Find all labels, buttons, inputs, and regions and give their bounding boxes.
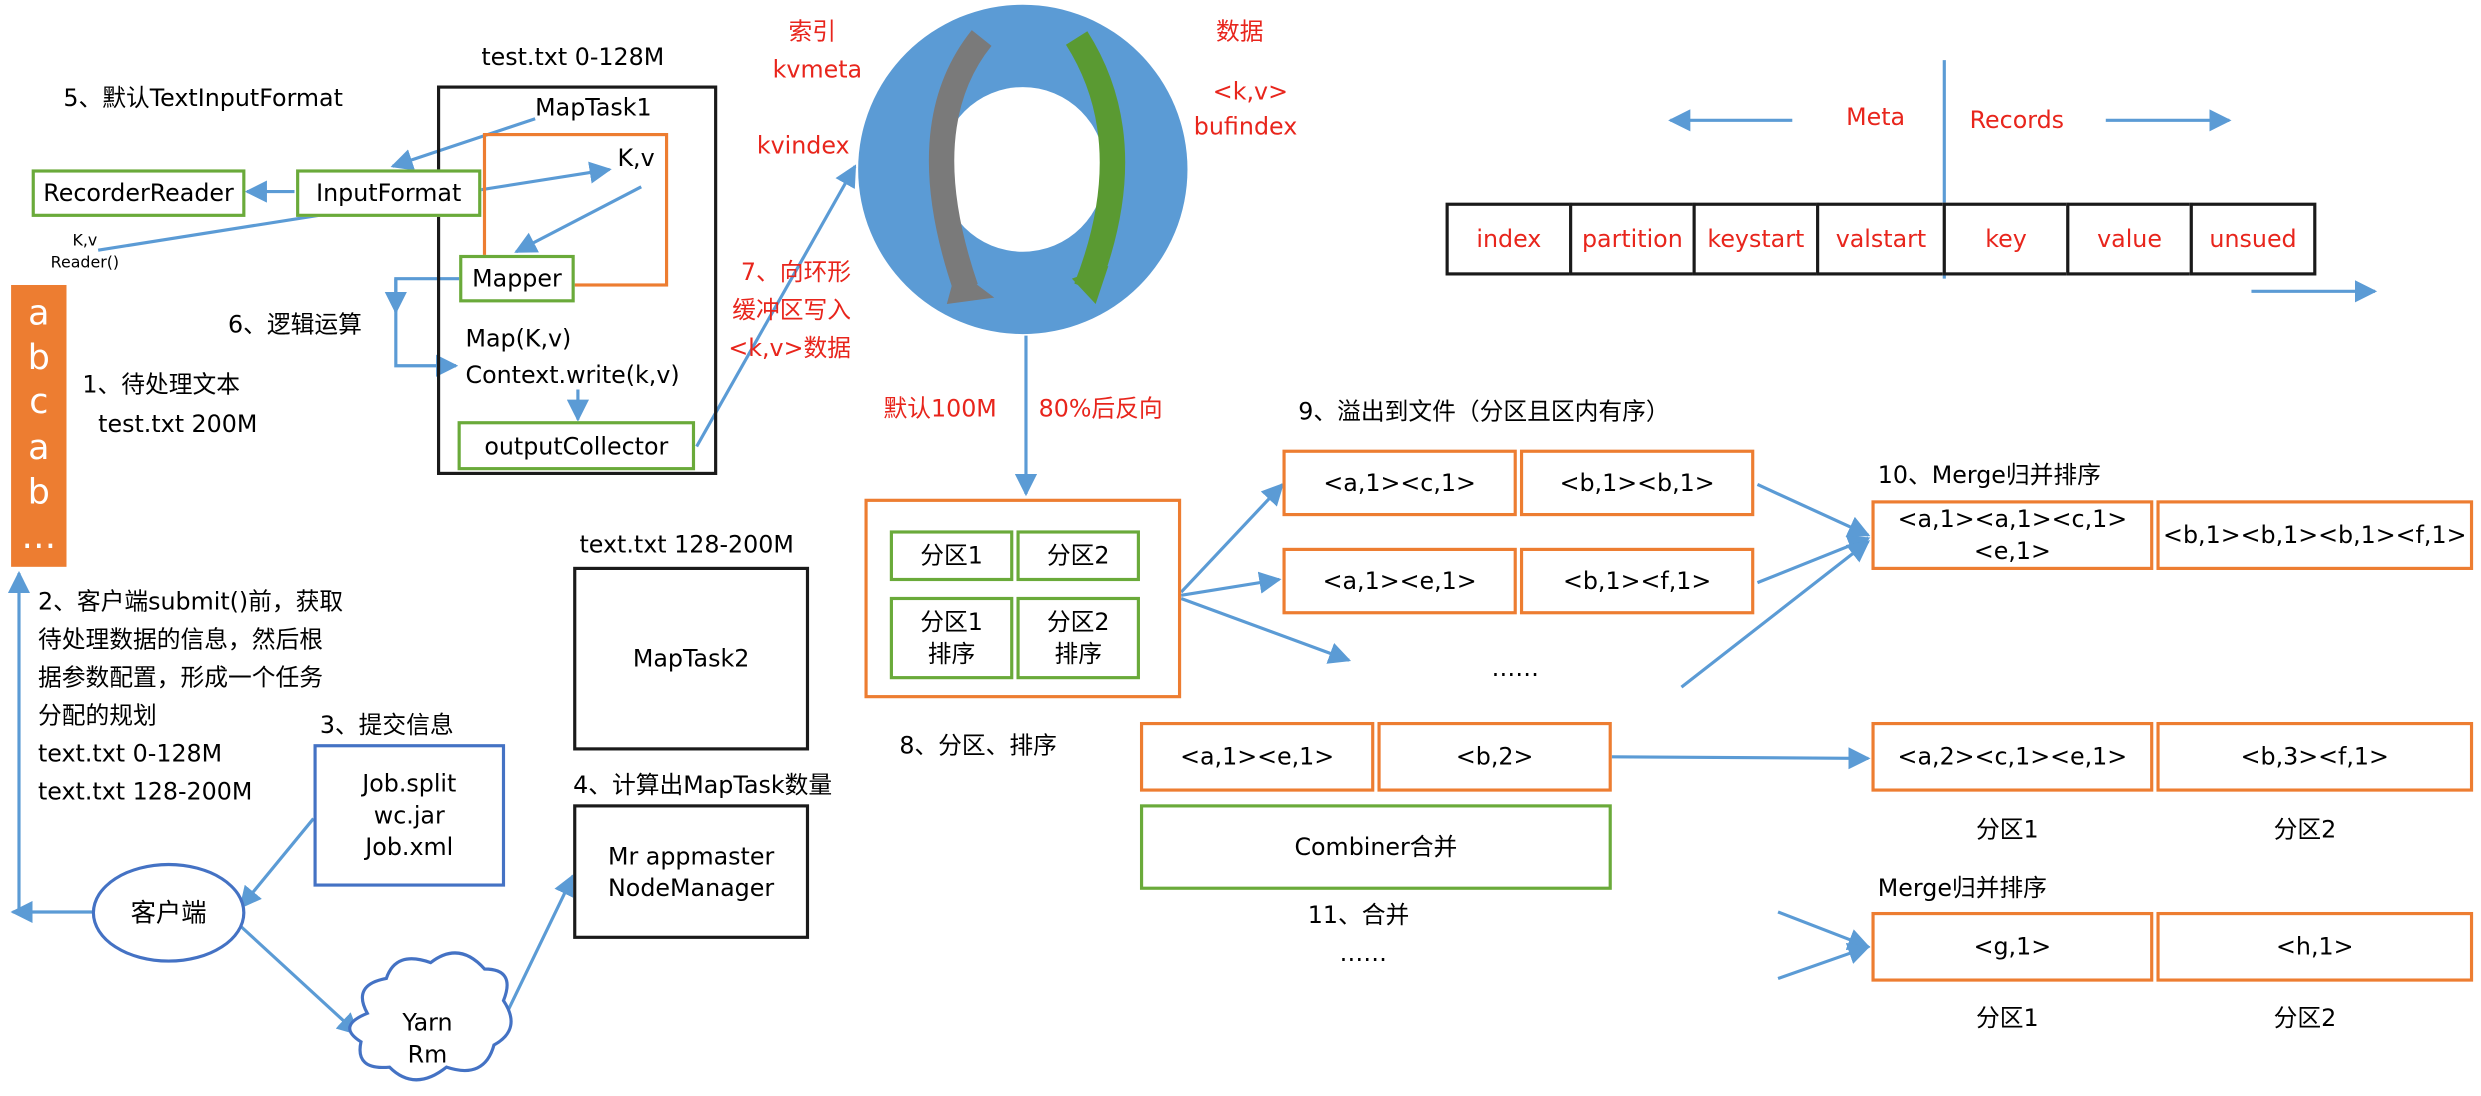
partition1-sort-box: 分区1 排序 [889, 596, 1014, 680]
spill1-partition1: <a,1><c,1> [1282, 449, 1517, 517]
partition-caption: 分区2 [2273, 815, 2337, 844]
meta-cell: partition [1569, 202, 1696, 276]
arrow-client-to-yarn [239, 925, 360, 1036]
recorder-reader-box: RecorderReader [31, 169, 246, 217]
step2-label: 2、客户端submit()前，获取 待处理数据的信息，然后根 据参数配置，形成一… [37, 587, 344, 806]
record-cell: value [2066, 202, 2193, 276]
step9-label: 9、溢出到文件（分区且区内有序） [1298, 397, 1670, 426]
arrow-partition-spill1 [1179, 482, 1284, 594]
arrow-job-to-client [239, 817, 315, 909]
arrow-final-merge-a [1777, 910, 1871, 950]
meta-cell: index [1445, 202, 1573, 276]
step6-label: 6、逻辑运算 [227, 310, 362, 339]
maptask2-box: MapTask2 [573, 566, 810, 751]
stack-char: a [28, 293, 50, 334]
step1-size: test.txt 200M [98, 410, 258, 439]
stack-char: … [21, 518, 57, 558]
arrow-spill3-merge [1680, 540, 1871, 689]
ring-index-label: 索引 [788, 17, 837, 46]
ring-kv-label: <k,v> [1212, 77, 1288, 107]
step4-label: 4、计算出MapTask数量 [573, 771, 833, 800]
arrow-partition-spill2 [1180, 571, 1282, 597]
combine-ellipsis: …… [1339, 938, 1387, 968]
step7-label: 7、向环形 缓冲区写入 <k,v>数据 [728, 258, 851, 363]
maptask1-label: MapTask1 [535, 93, 652, 122]
ring-data-label: 数据 [1215, 17, 1264, 46]
step3-label: 3、提交信息 [319, 710, 454, 740]
partition-caption: 分区1 [1975, 815, 2039, 844]
meta-cell: keystart [1692, 202, 1820, 276]
context-write-label: Context.write(k,v) [465, 360, 680, 390]
step11-label: 11、合并 [1307, 900, 1410, 930]
default-100m-label: 默认100M [883, 394, 997, 423]
stack-char: c [29, 383, 49, 424]
partition-buffer [864, 498, 1182, 699]
client-node: 客户端 [91, 862, 246, 963]
arrow-yarn-to-appmaster [505, 873, 575, 1015]
arrow-partition-spill3 [1180, 597, 1352, 664]
maptask2-split-title: text.txt 128-200M [579, 530, 794, 559]
reverse-80-label: 80%后反向 [1038, 394, 1163, 423]
stack-char: b [27, 338, 50, 379]
yarn-label: Yarn Rm [402, 1008, 453, 1069]
record-cell: unsued [2189, 202, 2317, 276]
step10-label: 10、Merge归并排序 [1877, 460, 2101, 490]
stack-char: a [28, 428, 50, 469]
spill2-partition2: <b,1><f,1> [1519, 547, 1755, 615]
output-collector-box: outputCollector [457, 421, 696, 471]
combined-result-partition1: <a,2><c,1><e,1> [1871, 721, 2154, 792]
combine-partition1: <a,1><e,1> [1139, 721, 1375, 792]
map-kv-label: Map(K,v) [465, 324, 572, 354]
step8-label: 8、分区、排序 [899, 731, 1057, 760]
spill-ellipsis: …… [1491, 653, 1539, 683]
partition1-box: 分区1 [889, 530, 1014, 582]
arrow-spill1-merge [1756, 483, 1871, 537]
job-files-box: Job.split wc.jar Job.xml [313, 744, 506, 887]
spill2-partition1: <a,1><e,1> [1282, 547, 1517, 615]
input-text-stack: a b c a b … [11, 284, 67, 567]
step1-label: 1、待处理文本 [82, 370, 240, 399]
kv-reader-label: K,v Reader() [50, 232, 120, 273]
record-cell: key [1942, 202, 2070, 276]
ring-kvindex-label: kvindex [756, 131, 850, 160]
arrow-maptask1-to-inputformat [390, 117, 536, 171]
combine-partition2: <b,2> [1377, 721, 1612, 792]
final-partition2: <h,1> [2156, 911, 2474, 982]
final-partition1: <g,1> [1871, 911, 2154, 982]
arrow-combine-to-result [1611, 747, 1871, 770]
maptask1-frame [436, 85, 718, 475]
kv-label: K,v [617, 144, 655, 173]
merged-partition1: <a,1><a,1><c,1><e,1> [1871, 500, 2154, 570]
meta-cell: valstart [1816, 202, 1946, 276]
step5-label: 5、默认TextInputFormat [63, 83, 343, 113]
maptask1-split-title: test.txt 0-128M [481, 42, 665, 72]
partition-caption: 分区1 [1975, 1003, 2039, 1033]
arrow-kv-to-mapper [514, 185, 642, 254]
merge2-label: Merge归并排序 [1877, 873, 2047, 903]
partition2-sort-box: 分区2 排序 [1016, 596, 1140, 680]
spill1-partition2: <b,1><b,1> [1519, 449, 1755, 517]
combiner-box: Combiner合并 [1139, 804, 1612, 890]
records-label: Records [1969, 106, 2065, 135]
ring-kvmeta-label: kvmeta [772, 55, 863, 84]
stack-char: b [27, 473, 50, 513]
mr-appmaster-box: Mr appmaster NodeManager [573, 804, 810, 939]
arrow-logic-loop [394, 277, 460, 377]
combined-result-partition2: <b,3><f,1> [2156, 721, 2474, 792]
kv-region [482, 132, 669, 287]
arrow-final-merge-b [1777, 942, 1871, 980]
input-format-box: InputFormat [296, 169, 482, 217]
partition-caption: 分区2 [2273, 1003, 2337, 1033]
partition2-box: 分区2 [1016, 530, 1140, 582]
arrow-collector-to-buffer [695, 164, 857, 448]
merged-partition2: <b,1><b,1><b,1><f,1> [2156, 500, 2474, 570]
ring-bufindex-label: bufindex [1193, 112, 1298, 141]
mapper-box: Mapper [459, 254, 575, 303]
meta-label: Meta [1846, 102, 1906, 132]
